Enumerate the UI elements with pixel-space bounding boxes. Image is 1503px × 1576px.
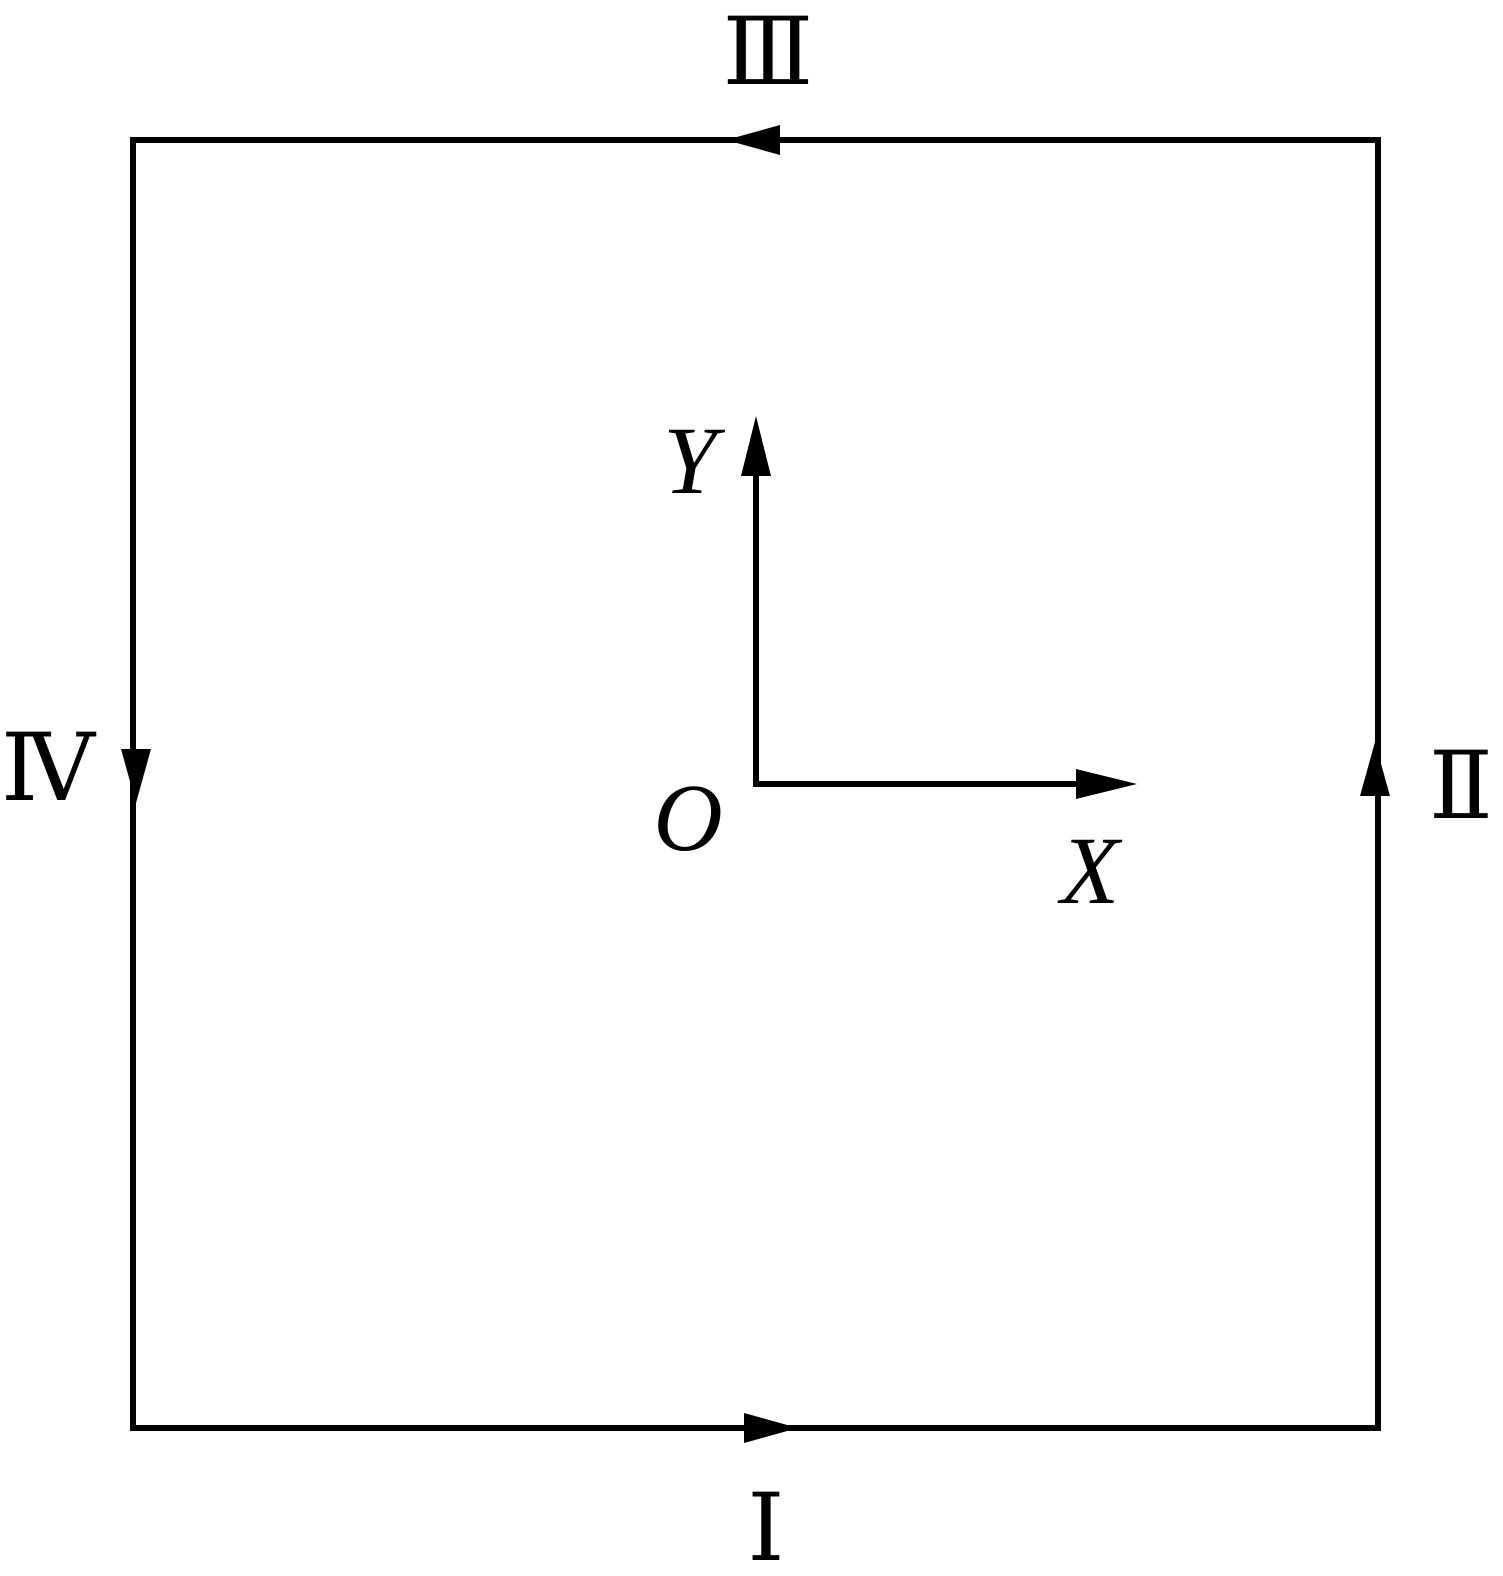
y-axis-arrow-icon xyxy=(741,416,771,476)
x-axis-arrow-icon xyxy=(1076,769,1137,799)
right-edge-arrow-up-icon xyxy=(1360,742,1390,796)
y-axis-label: Y xyxy=(663,407,725,514)
segment-label-top: Ⅲ xyxy=(723,1,814,105)
segment-label-right: Ⅱ xyxy=(1429,735,1493,839)
origin-label: O xyxy=(653,764,722,871)
left-edge-arrow-down-icon xyxy=(121,749,151,803)
segment-label-left: Ⅳ xyxy=(1,717,97,821)
segment-label-bottom: Ⅰ xyxy=(747,1477,784,1576)
bottom-edge-arrow-right-icon xyxy=(744,1413,798,1443)
top-edge-arrow-left-icon xyxy=(726,125,780,155)
x-axis-label: X xyxy=(1057,817,1123,924)
